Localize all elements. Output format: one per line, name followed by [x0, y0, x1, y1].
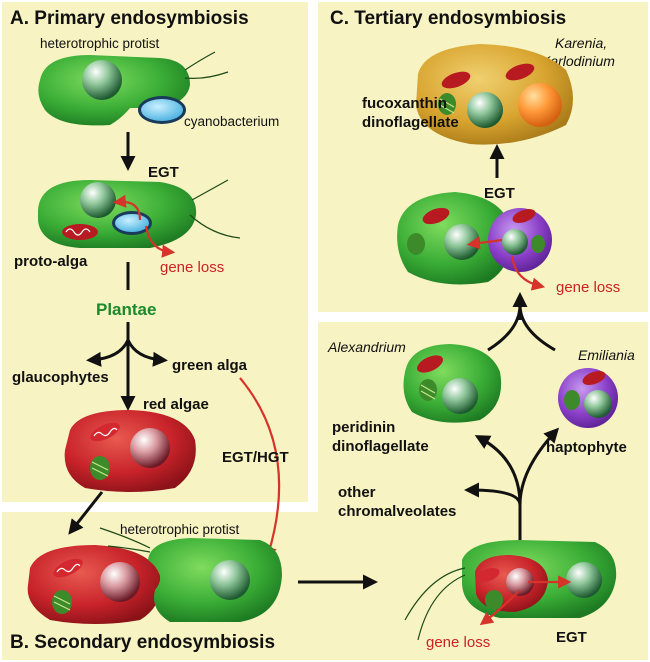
nucleus [82, 60, 122, 100]
label-karenia: Karenia, [555, 35, 607, 51]
cyanobacterium-cell [138, 96, 186, 124]
panel-a-title: A. Primary endosymbiosis [10, 8, 249, 29]
peridinin-dinoflagellate-cell [403, 344, 502, 423]
tertiary-endosymbiosis-cell [397, 192, 552, 285]
label-peridinin: peridinin [332, 419, 395, 436]
gene-loss-arrow-b [479, 589, 521, 626]
label-egt-hgt: EGT/HGT [222, 449, 289, 466]
label-alexandrium: Alexandrium [327, 339, 406, 355]
egt-hgt-arrow [239, 377, 281, 561]
fucoxanthin-dinoflagellate-cell [416, 44, 573, 145]
heterotrophic-protist-cell-b [99, 527, 282, 622]
label-glaucophytes: glaucophytes [12, 369, 109, 386]
label-emiliania: Emiliania [578, 347, 635, 363]
arrow-to-haptophyte [518, 427, 560, 506]
arrow-to-glaucophytes [86, 339, 130, 367]
egt-arrow-a [112, 194, 142, 221]
label-cyanobacterium: cyanobacterium [184, 114, 279, 129]
red-alga-cell-b [27, 545, 161, 624]
label-red-algae: red algae [143, 396, 209, 413]
red-alga-cell [64, 410, 196, 492]
label-other: other [338, 484, 376, 501]
label-plantae: Plantae [96, 300, 156, 319]
label-egt-c: EGT [484, 185, 515, 202]
label-chromalveolates: chromalveolates [338, 503, 456, 520]
label-proto-alga: proto-alga [14, 253, 88, 270]
arrow-to-green-alga [126, 339, 168, 367]
label-green-alga: green alga [172, 357, 248, 374]
secondary-endosymbiosis-cell [404, 540, 617, 641]
label-heterotrophic-protist: heterotrophic protist [40, 36, 160, 51]
gene-loss-arrow-a [144, 225, 176, 258]
arrow-down-b [68, 491, 104, 535]
label-gene-loss-a: gene loss [160, 259, 224, 276]
label-heterotrophic-protist-b: heterotrophic protist [120, 522, 240, 537]
label-fucoxanthin-dinoflagellate: dinoflagellate [362, 114, 459, 131]
gene-loss-arrow-c [510, 255, 546, 291]
label-egt-b: EGT [556, 629, 587, 646]
label-gene-loss-b: gene loss [426, 634, 490, 651]
egt-arrow-c [466, 236, 503, 250]
label-fucoxanthin: fucoxanthin [362, 95, 447, 112]
label-egt-a: EGT [148, 164, 179, 181]
panel-b-title: B. Secondary endosymbiosis [10, 632, 275, 653]
label-haptophyte: haptophyte [546, 439, 627, 456]
label-gene-loss-c: gene loss [556, 279, 620, 296]
mitochondrion [62, 224, 98, 240]
label-peridinin-dinoflagellate: dinoflagellate [332, 438, 429, 455]
panel-c-title: C. Tertiary endosymbiosis [330, 8, 566, 29]
haptophyte-cell [558, 368, 618, 428]
